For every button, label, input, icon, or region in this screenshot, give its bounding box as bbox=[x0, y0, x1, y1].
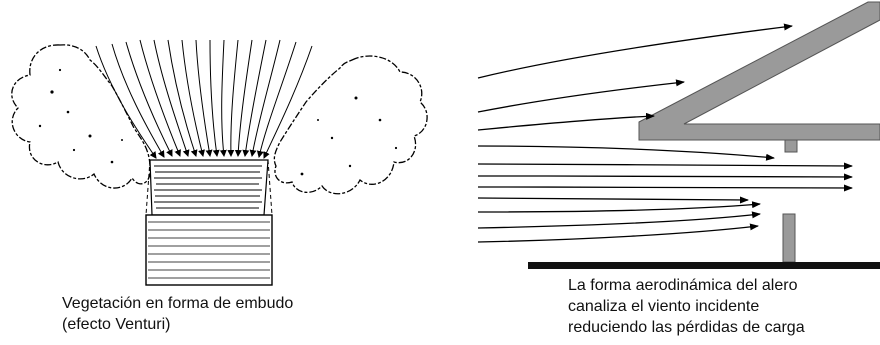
venturi-caption: Vegetación en forma de embudo (efecto Ve… bbox=[62, 293, 293, 335]
left-tree-texture bbox=[38, 68, 123, 164]
right-tree-texture bbox=[300, 96, 398, 176]
wind-arrows-converging bbox=[95, 39, 313, 159]
eave-caption-line-1: La forma aerodinámica del alero bbox=[568, 277, 798, 294]
wall-stub bbox=[782, 213, 796, 263]
right-tree-canopy bbox=[273, 55, 428, 195]
venturi-caption-line-2: (efecto Venturi) bbox=[62, 316, 171, 333]
eave-tab bbox=[784, 139, 798, 153]
eave-illustration bbox=[477, 1, 880, 269]
venturi-illustration bbox=[11, 39, 428, 286]
left-tree-canopy bbox=[11, 44, 151, 189]
roof-eave bbox=[638, 1, 880, 141]
wind-arrows-flow bbox=[477, 23, 853, 243]
ground-line bbox=[528, 262, 880, 269]
eave-caption: La forma aerodinámica del alero canaliza… bbox=[568, 275, 805, 338]
funnel-outline bbox=[145, 159, 273, 216]
building-lower bbox=[145, 214, 273, 286]
eave-figure: La forma aerodinámica del alero canaliza… bbox=[440, 0, 880, 345]
venturi-caption-line-1: Vegetación en forma de embudo bbox=[62, 295, 294, 312]
building-upper bbox=[149, 159, 269, 216]
eave-caption-line-3: reduciendo las pérdidas de carga bbox=[568, 319, 805, 336]
venturi-figure: Vegetación en forma de embudo (efecto Ve… bbox=[11, 39, 428, 335]
eave-caption-line-2: canaliza el viento incidente bbox=[568, 298, 760, 315]
